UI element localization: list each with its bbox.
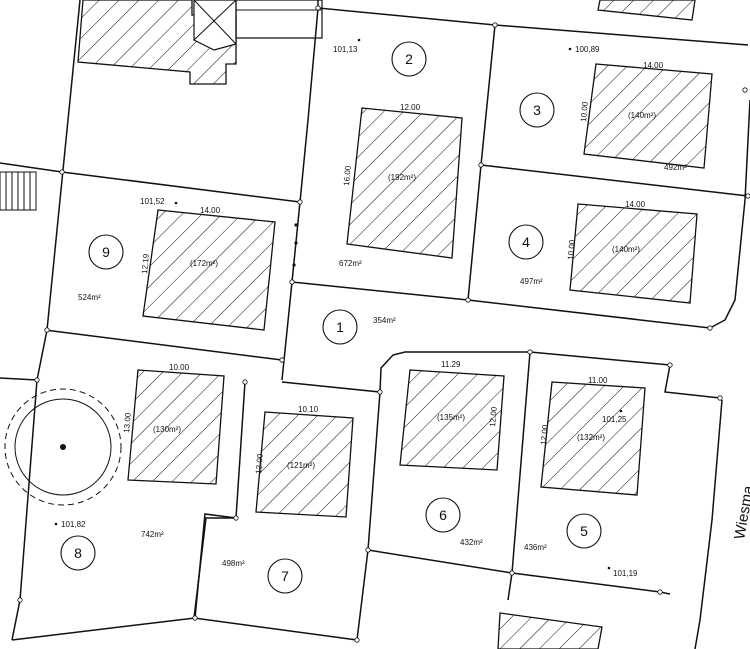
spot-height-5: 101,82 xyxy=(61,520,86,529)
spot-height-2: 100,89 xyxy=(575,45,600,54)
building-footprint-lot-3 xyxy=(583,63,713,169)
spot-height-6: 101,19 xyxy=(613,569,638,578)
dimension-labels: 12.00 16.00 14.00 10.00 14.00 10.00 14.0… xyxy=(122,61,664,474)
building-footprint-lot-4 xyxy=(569,203,698,304)
dim-width-lot-4: 14.00 xyxy=(625,200,646,209)
dim-depth-lot-9: 12.19 xyxy=(140,253,151,274)
building-area-lot-6: (135m²) xyxy=(437,413,465,422)
lot-area-2: 672m² xyxy=(339,259,362,268)
existing-building-annex xyxy=(193,0,237,51)
lot-area-5: 436m² xyxy=(524,543,547,552)
existing-building-west xyxy=(0,171,37,211)
existing-buildings xyxy=(0,0,696,649)
lot-area-9: 524m² xyxy=(78,293,101,302)
boundary-markers xyxy=(17,5,750,643)
lot-area-1: 354m² xyxy=(373,316,396,325)
lot-marker-3[interactable]: 3 xyxy=(519,92,555,128)
dim-width-lot-9: 14.00 xyxy=(200,206,221,215)
building-footprint-lot-5 xyxy=(540,381,646,496)
street-name-label: Wiesma xyxy=(731,484,750,541)
spot-height-1: 101,13 xyxy=(333,45,358,54)
dim-width-lot-3: 14.00 xyxy=(643,61,664,70)
lot-number-5: 5 xyxy=(580,523,588,539)
spot-height-4: 101,25 xyxy=(602,415,627,424)
lot-marker-7[interactable]: 7 xyxy=(267,558,303,594)
lot-number-9: 9 xyxy=(102,244,110,260)
dim-depth-lot-6: 12.00 xyxy=(488,406,499,427)
building-footprint-lot-7 xyxy=(255,411,354,518)
building-area-lot-4: (140m²) xyxy=(612,245,640,254)
dim-depth-lot-3: 10.00 xyxy=(579,101,590,122)
lot-number-1: 1 xyxy=(336,319,344,335)
lot-marker-8[interactable]: 8 xyxy=(60,535,96,571)
lot-number-6: 6 xyxy=(439,507,447,523)
dim-width-lot-8: 10.00 xyxy=(169,363,190,372)
dim-width-lot-5: 11.00 xyxy=(588,376,608,385)
building-area-lot-3: (140m²) xyxy=(628,111,656,120)
lot-marker-9[interactable]: 9 xyxy=(88,234,124,270)
building-footprint-lot-8 xyxy=(127,369,225,485)
spot-heights: 101,13 100,89 101,52 101,25 101,82 101,1… xyxy=(54,38,638,578)
lot-area-4: 497m² xyxy=(520,277,543,286)
building-area-lot-7: (121m²) xyxy=(287,461,315,470)
lot-area-8: 742m² xyxy=(141,530,164,539)
dim-width-lot-6: 11.29 xyxy=(441,360,461,369)
dim-width-lot-7: 10.10 xyxy=(298,405,319,414)
lot-marker-5[interactable]: 5 xyxy=(566,513,602,549)
building-area-lot-5: (132m²) xyxy=(577,433,605,442)
lot-number-3: 3 xyxy=(533,102,541,118)
planned-buildings xyxy=(127,63,713,518)
lot-number-7: 7 xyxy=(281,568,289,584)
existing-building-south xyxy=(497,612,603,649)
lot-marker-4[interactable]: 4 xyxy=(508,224,544,260)
existing-building-northeast xyxy=(597,0,696,21)
building-area-labels: (192m²) (140m²) (140m²) (172m²) (130m²) … xyxy=(153,111,656,470)
lot-marker-2[interactable]: 2 xyxy=(391,41,427,77)
lot-area-6: 432m² xyxy=(460,538,483,547)
building-area-lot-2: (192m²) xyxy=(388,173,416,182)
building-footprint-lot-2 xyxy=(346,107,463,259)
dim-depth-lot-5: 12.00 xyxy=(539,424,550,445)
lot-number-2: 2 xyxy=(405,51,413,67)
building-footprint-lot-9 xyxy=(142,209,276,331)
existing-building-outline xyxy=(235,0,323,39)
lot-number-8: 8 xyxy=(74,545,82,561)
lot-area-3: 492m² xyxy=(664,163,687,172)
tree-symbol xyxy=(4,388,122,506)
dim-depth-lot-4: 10.00 xyxy=(566,239,577,260)
building-area-lot-9: (172m²) xyxy=(190,259,218,268)
building-footprint-lot-6 xyxy=(399,369,505,471)
lot-area-labels: 354m² 672m² 492m² 497m² 436m² 432m² 498m… xyxy=(78,163,687,568)
building-area-lot-8: (130m²) xyxy=(153,425,181,434)
dim-depth-lot-8: 13.00 xyxy=(122,412,133,433)
dim-depth-lot-2: 16.00 xyxy=(342,165,353,186)
lot-marker-6[interactable]: 6 xyxy=(425,497,461,533)
lot-number-4: 4 xyxy=(522,234,530,250)
spot-height-3: 101,52 xyxy=(140,197,165,206)
lot-number-markers: 1 2 3 4 5 6 7 8 xyxy=(60,41,602,594)
dim-depth-lot-7: 12.00 xyxy=(254,453,265,474)
lot-area-7: 498m² xyxy=(222,559,245,568)
dim-width-lot-2: 12.00 xyxy=(400,103,421,112)
lot-marker-1[interactable]: 1 xyxy=(322,309,358,345)
